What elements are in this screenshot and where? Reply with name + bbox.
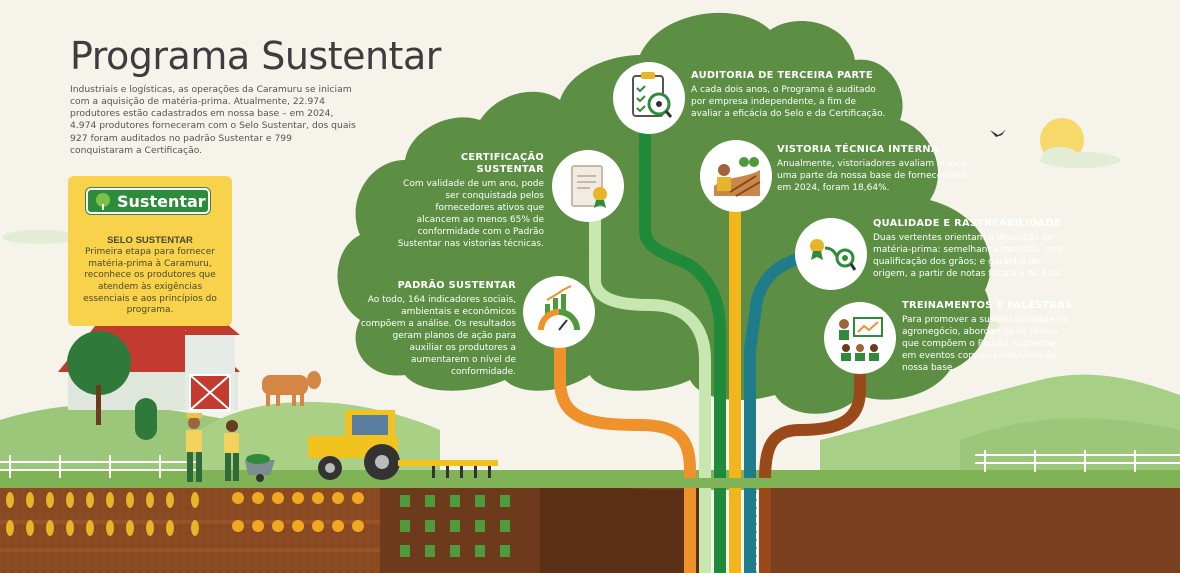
traceability-icon bbox=[810, 239, 857, 271]
vistoria-text-b: uma parte da nossa base de fornecedores … bbox=[777, 171, 975, 194]
qualidade-title: QUALIDADE E RASTREABILIDADE bbox=[873, 218, 1061, 229]
padrao-title: PADRÃO SUSTENTAR bbox=[397, 280, 516, 291]
tree-logo-icon bbox=[96, 193, 110, 210]
tractor bbox=[308, 410, 498, 480]
vistoria-text-a: Anualmente, vistoriadores avaliam bbox=[777, 159, 937, 169]
certificate-icon bbox=[571, 165, 607, 208]
path-treinamentos bbox=[759, 334, 866, 573]
intro-paragraph: Industriais e logísticas, as operações d… bbox=[70, 84, 356, 156]
treinamentos-text: Para promover a sustentabilidade no agro… bbox=[902, 315, 1069, 374]
certificacao-title-2: SUSTENTAR bbox=[476, 164, 544, 175]
selo-title: SELO SUSTENTAR bbox=[107, 235, 193, 246]
farmer-field-icon bbox=[714, 157, 761, 197]
fence-left bbox=[0, 455, 200, 478]
selo-text: Primeira etapa para fornecer matéria-pri… bbox=[83, 247, 217, 316]
soil bbox=[0, 485, 1180, 573]
vistoria-text: Anualmente, vistoriadores avaliam in loc… bbox=[777, 158, 977, 194]
crops bbox=[6, 492, 510, 557]
fence-right bbox=[975, 450, 1180, 472]
auditoria-text: A cada dois anos, o Programa é auditado … bbox=[691, 85, 886, 120]
trees-left bbox=[67, 331, 157, 440]
presentation-icon bbox=[839, 317, 883, 361]
vistoria-text-em: in loco bbox=[936, 159, 967, 169]
selo-sustentar-card: Sustentar SELO SUSTENTAR Primeira etapa … bbox=[68, 176, 232, 326]
certificacao-text: Com validade de um ano, pode ser conquis… bbox=[397, 179, 544, 250]
logo-text: Sustentar bbox=[117, 191, 206, 211]
ground-grass-strip bbox=[530, 478, 790, 488]
path-auditoria bbox=[639, 119, 726, 573]
vistoria-title: VISTORIA TÉCNICA INTERNA bbox=[777, 144, 939, 155]
treinamentos-title: TREINAMENTOS E PALESTRAS bbox=[902, 300, 1073, 311]
page-title: Programa Sustentar bbox=[70, 34, 441, 78]
clipboard-eye-icon bbox=[632, 72, 673, 118]
qualidade-text: Duas vertentes orientam a aquisição de m… bbox=[873, 233, 1064, 280]
qualidade-icon-circle bbox=[795, 218, 867, 290]
auditoria-icon-circle bbox=[613, 62, 685, 134]
cow bbox=[262, 371, 321, 406]
certificacao-title-1: CERTIFICAÇÃO bbox=[460, 152, 544, 163]
treinamentos-icon-circle bbox=[824, 302, 896, 374]
clouds bbox=[2, 147, 1120, 333]
sustentar-logo: Sustentar bbox=[86, 188, 210, 214]
padrao-text: Ao todo, 164 indicadores sociais, ambien… bbox=[360, 295, 516, 378]
certificacao-icon-circle bbox=[552, 150, 624, 222]
bird bbox=[990, 129, 1006, 137]
path-padrao bbox=[554, 334, 696, 573]
auditoria-title: AUDITORIA DE TERCEIRA PARTE bbox=[691, 70, 873, 81]
farmer-1 bbox=[186, 413, 202, 482]
path-certificacao bbox=[589, 209, 711, 573]
root-paths bbox=[554, 119, 866, 573]
padrao-icon-circle bbox=[523, 276, 595, 348]
vistoria-icon-circle bbox=[700, 140, 772, 212]
farmer-2 bbox=[224, 420, 275, 482]
gauge-chart-icon bbox=[538, 285, 580, 331]
